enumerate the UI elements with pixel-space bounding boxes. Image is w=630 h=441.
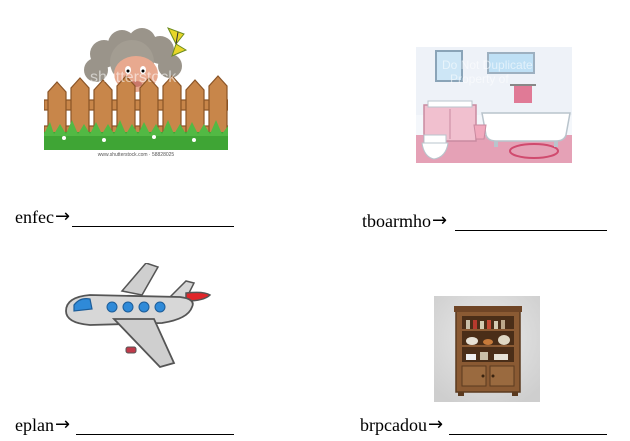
- arrow-right-icon: →: [432, 210, 448, 231]
- watermark-line-2: Property of: [450, 72, 509, 86]
- scrambled-word: eplan: [15, 415, 54, 435]
- exercise-line-fence: enfec →: [15, 206, 235, 227]
- mirror: [435, 50, 463, 82]
- sheep-behind-fence-image: shutterstock www.shutterstock.com · 5882…: [44, 22, 228, 158]
- grass: [44, 120, 228, 150]
- toilet: [421, 134, 449, 160]
- sheep-fence-illustration: shutterstock www.shutterstock.com · 5882…: [44, 27, 228, 158]
- plane-cockpit: [73, 298, 93, 312]
- scrambled-word: enfec: [15, 207, 54, 227]
- watermark-line-1: Do Not Duplicate: [442, 58, 533, 72]
- cupboard: [454, 306, 522, 396]
- answer-blank[interactable]: [449, 418, 608, 435]
- airplane-illustration: [65, 263, 212, 369]
- cupboard-illustration: [434, 296, 540, 402]
- bathroom-image: Do Not Duplicate Property of: [416, 47, 572, 163]
- answer-blank[interactable]: [72, 210, 235, 227]
- airplane-image: [62, 263, 214, 371]
- bathtub: [481, 112, 571, 142]
- plane-bottom-wing: [111, 318, 176, 369]
- plane-top-wing: [120, 263, 160, 296]
- image-caption: www.shutterstock.com · 58828025: [98, 152, 175, 158]
- exercise-line-plane: eplan →: [15, 414, 235, 435]
- bath-mat: [509, 143, 559, 159]
- exercise-line-cupboard: brpcadou →: [360, 414, 608, 435]
- exercise-line-bathroom: tboarmho →: [362, 210, 608, 231]
- bathroom-floor: [416, 135, 572, 163]
- arrow-right-icon: →: [427, 414, 444, 435]
- answer-blank[interactable]: [455, 214, 608, 231]
- butterfly: [166, 27, 188, 57]
- scrambled-word: tboarmho: [362, 211, 431, 231]
- arrow-right-icon: →: [54, 414, 71, 435]
- towel: [514, 85, 532, 103]
- cupboard-image: [434, 296, 540, 402]
- watermark: shutterstock: [90, 69, 177, 86]
- plane-engine: [125, 346, 137, 354]
- scrambled-word: brpcadou: [360, 415, 427, 435]
- plane-windows: [106, 301, 166, 313]
- arrow-right-icon: →: [54, 206, 71, 227]
- answer-blank[interactable]: [76, 418, 235, 435]
- bathroom-illustration: Do Not Duplicate Property of: [416, 47, 572, 163]
- window: [487, 52, 535, 74]
